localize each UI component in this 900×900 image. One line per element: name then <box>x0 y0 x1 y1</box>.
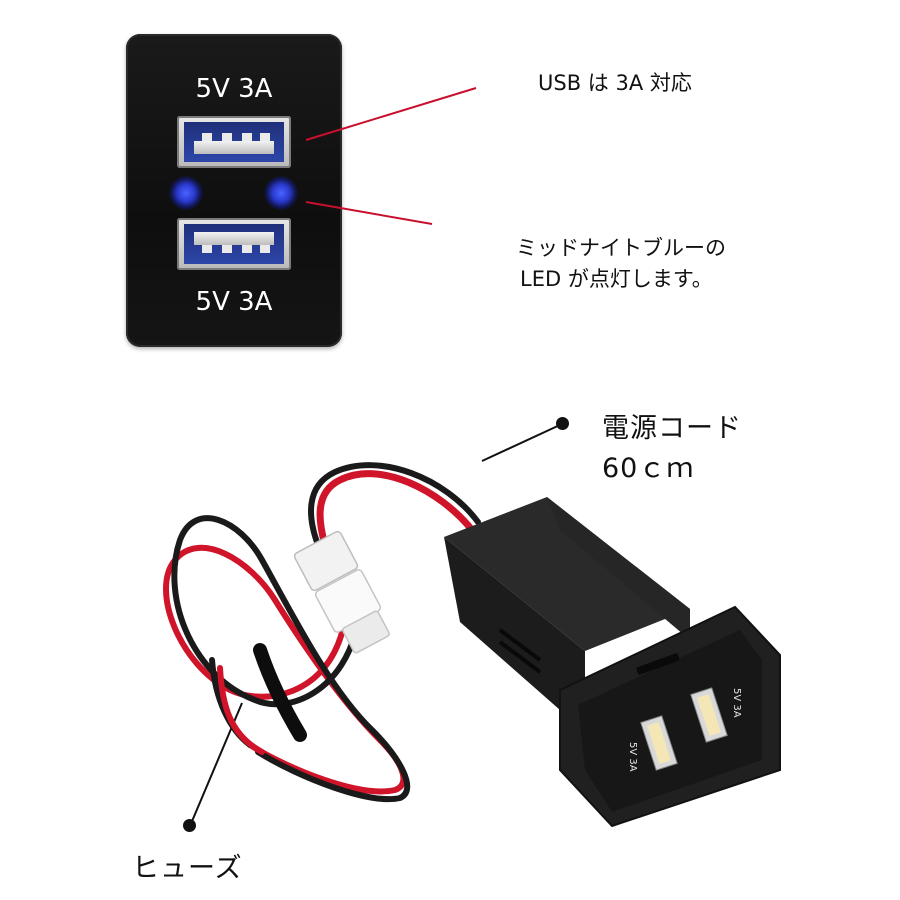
fuse-note: ヒューズ <box>132 853 243 884</box>
usb-port-lower <box>177 218 291 270</box>
led-right <box>264 176 298 210</box>
usb-tongue <box>194 232 274 245</box>
leader-cord-line <box>481 423 563 462</box>
usb-pin <box>260 245 270 253</box>
usb-tongue <box>194 141 274 154</box>
usb-support-note: USB は 3A 対応 <box>538 71 692 95</box>
usb-port-lower-socket <box>184 224 284 264</box>
usb-port-upper <box>177 116 291 168</box>
usb-pin <box>222 133 232 141</box>
power-cord <box>163 462 481 803</box>
bottom-port-rating: 5V 3A <box>195 287 273 317</box>
usb-pin <box>202 245 212 253</box>
cord-note-line1: 電源コード <box>602 413 742 444</box>
usb-pin <box>222 245 232 253</box>
usb-pin <box>202 133 212 141</box>
usb-pin <box>260 133 270 141</box>
device-usb-port-right <box>690 687 728 743</box>
device-port-rating-left: 5V 3A <box>627 742 638 772</box>
device-usb-port-left <box>640 715 678 771</box>
device-port-rating-right: 5V 3A <box>731 688 742 718</box>
led-note-line1: ミッドナイトブルーの <box>516 236 726 260</box>
usb-switch-housing <box>444 497 781 828</box>
usb-pin <box>242 245 252 253</box>
led-note-line2: LED が点灯します。 <box>520 267 713 291</box>
led-left <box>169 176 203 210</box>
usb-pin <box>242 133 252 141</box>
cord-note-line2: 60ｃｍ <box>602 453 695 484</box>
white-connector <box>293 530 390 654</box>
fuse-callout-dot <box>183 819 196 832</box>
usb-panel-front: 5V 3A 5V 3A <box>126 34 342 347</box>
top-port-rating: 5V 3A <box>195 74 273 104</box>
cord-callout-dot <box>556 417 569 430</box>
usb-port-upper-socket <box>184 122 284 162</box>
leader-usb-line <box>305 87 477 141</box>
leader-led-line <box>305 201 433 225</box>
